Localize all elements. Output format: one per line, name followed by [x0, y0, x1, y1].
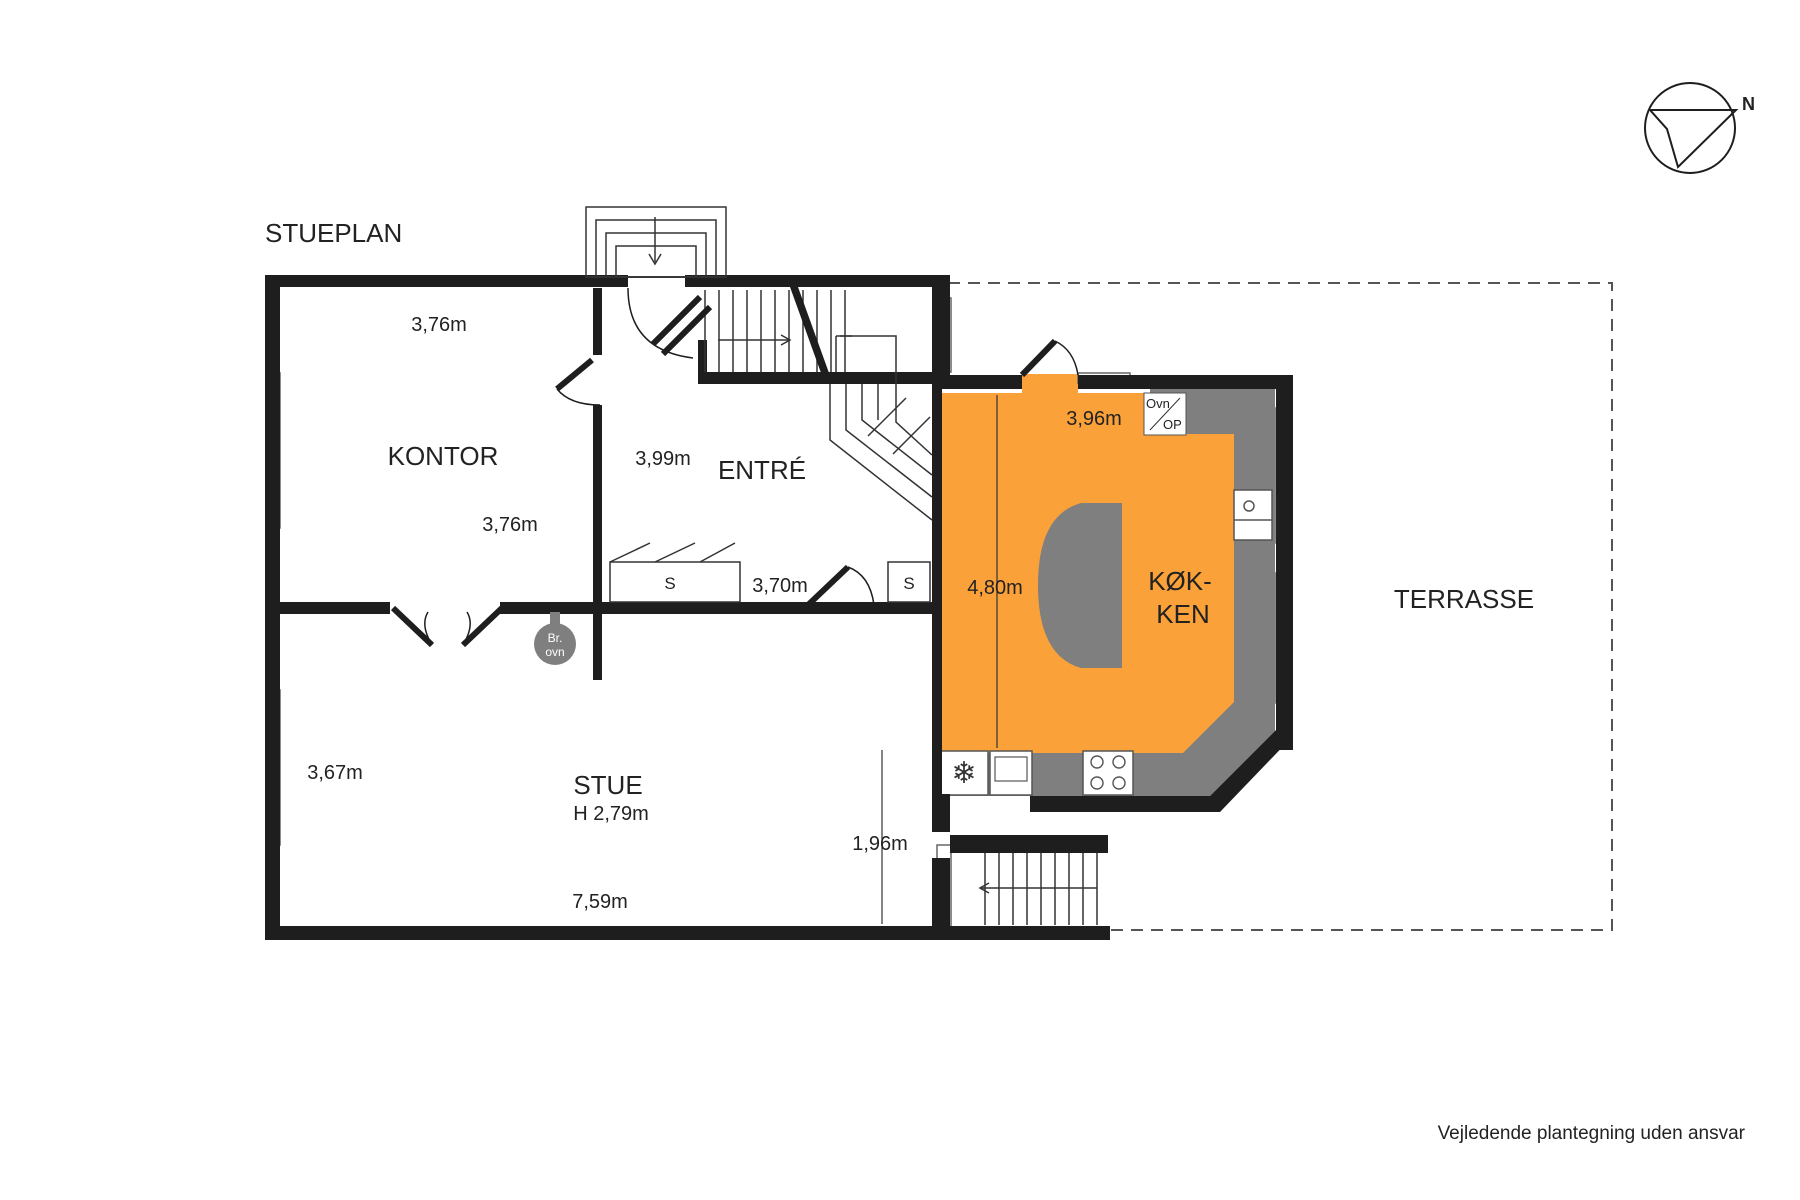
dim-kontor-width: 3,76m — [411, 314, 467, 336]
interior-stair — [704, 290, 933, 521]
doors — [390, 287, 1079, 648]
stove-pipe — [550, 612, 560, 630]
room-entre: ENTRÉ — [718, 455, 806, 485]
dim-kokken-depth: 4,80m — [967, 577, 1023, 599]
room-kontor: KONTOR — [388, 441, 499, 471]
cooktop-burners-icon — [1090, 755, 1126, 790]
kitchen-island — [1038, 503, 1122, 668]
room-kokken-1: KØK- — [1148, 566, 1212, 596]
dim-stue-width: 7,59m — [572, 891, 628, 913]
oven-label-1: Ovn — [1146, 396, 1170, 411]
sink — [1233, 489, 1273, 541]
stair-stringer — [790, 287, 833, 384]
cooktop — [1082, 750, 1134, 796]
sink-drain-icon — [1243, 500, 1255, 512]
lower-stair — [978, 853, 1098, 925]
dim-entre-depth: 3,99m — [635, 448, 691, 470]
snowflake-icon: ❄ — [951, 756, 976, 791]
storage-cabinet-left — [609, 561, 741, 603]
compass-icon — [1644, 82, 1739, 174]
room-terrasse: TERRASSE — [1394, 584, 1534, 614]
stove-label-2: ovn — [545, 645, 564, 659]
oven-divider — [1149, 397, 1181, 431]
walls — [265, 275, 1293, 940]
room-stue: STUE — [573, 770, 642, 800]
disclaimer: Vejledende plantegning uden ansvar — [1438, 1123, 1746, 1144]
storage-left-label: S — [664, 574, 675, 593]
oven-label-2: OP — [1163, 417, 1182, 432]
dim-stue-depth: 3,67m — [307, 762, 363, 784]
dim-entre-width: 3,70m — [752, 575, 808, 597]
dim-stue-recess: 1,96m — [852, 833, 908, 855]
room-kokken-2: KEN — [1156, 599, 1209, 629]
plan-title: STUEPLAN — [265, 218, 402, 248]
dim-kokken-width: 3,96m — [1066, 408, 1122, 430]
dim-kontor-depth: 3,76m — [482, 514, 538, 536]
storage-cabinet-right — [887, 561, 931, 603]
kitchen-highlight-top — [1022, 374, 1078, 398]
freezer — [939, 750, 989, 796]
wood-stove — [534, 623, 576, 665]
terrace-outline — [948, 282, 1613, 931]
dishwasher-panel — [994, 756, 1028, 782]
compass-north: N — [1742, 94, 1755, 114]
stue-height: H 2,79m — [573, 803, 649, 825]
stove-label-1: Br. — [548, 631, 563, 645]
wardrobe-rail-lines — [609, 542, 736, 563]
dishwasher — [989, 750, 1033, 796]
entrance-stair — [585, 206, 727, 278]
storage-right-label: S — [903, 574, 914, 593]
